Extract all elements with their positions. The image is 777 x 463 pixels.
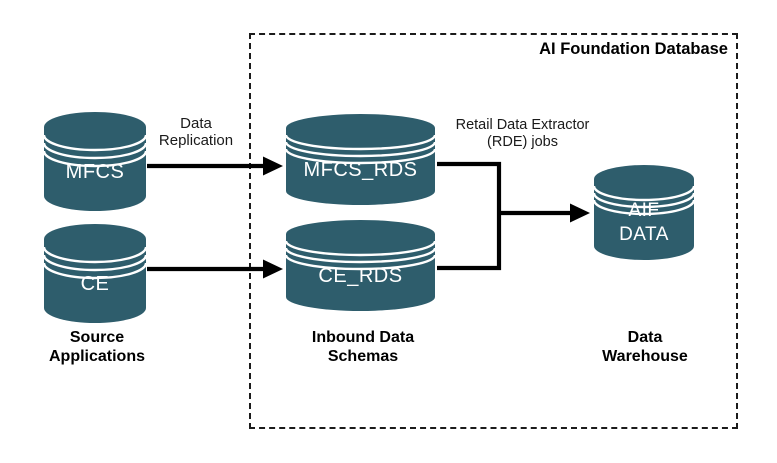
- data-replication-label: Data Replication: [158, 115, 234, 149]
- inbound-data-schemas-caption: Inbound Data Schemas: [311, 329, 415, 365]
- ce-rds-database: CE_RDS: [284, 218, 437, 313]
- aif-data-database: AIF DATA: [592, 163, 696, 262]
- arrow-rds-to-aif-data: [499, 203, 590, 223]
- ai-foundation-database-title: AI Foundation Database: [539, 40, 728, 58]
- data-warehouse-caption: Data Warehouse: [602, 329, 688, 365]
- mfcs-label: MFCS: [65, 161, 125, 183]
- database-cylinder-icon: [42, 110, 148, 213]
- database-cylinder-icon: [592, 163, 696, 262]
- source-applications-caption: Source Applications: [48, 329, 145, 365]
- ce-label: CE: [80, 273, 110, 295]
- ce-rds-label: CE_RDS: [318, 265, 403, 287]
- database-cylinder-icon: [42, 222, 148, 325]
- arrow-mfcs-to-mfcs-rds: [147, 156, 283, 176]
- rds-join-connector: [437, 161, 502, 271]
- mfcs-database: MFCS: [42, 110, 148, 213]
- mfcs-rds-label: MFCS_RDS: [303, 159, 418, 181]
- arrow-ce-to-ce-rds: [147, 259, 283, 279]
- database-cylinder-icon: [284, 112, 437, 207]
- rde-jobs-label: Retail Data Extractor (RDE) jobs: [455, 117, 590, 150]
- mfcs-rds-database: MFCS_RDS: [284, 112, 437, 207]
- database-cylinder-icon: [284, 218, 437, 313]
- ce-database: CE: [42, 222, 148, 325]
- aif-data-label: AIF DATA: [619, 199, 669, 245]
- ai-foundation-database-group: AI Foundation Database: [249, 33, 738, 429]
